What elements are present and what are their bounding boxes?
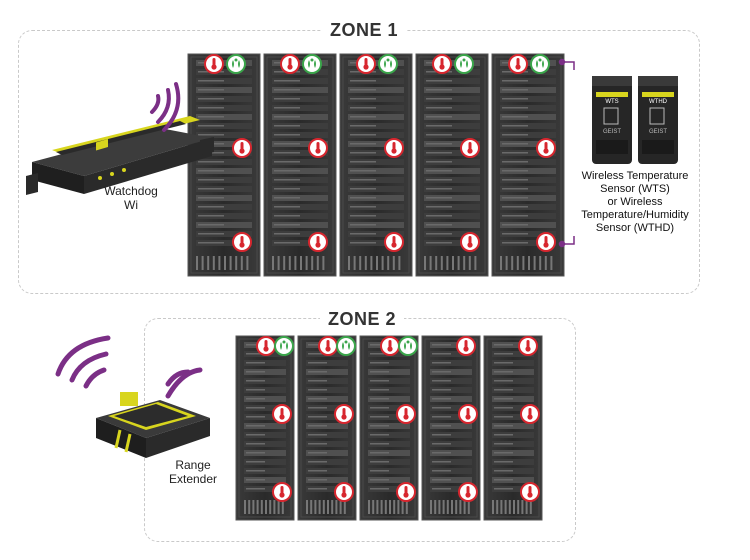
wthd-sensor — [638, 76, 678, 164]
thermometer-icon — [518, 336, 538, 356]
sensor-label: Wireless Temperature Sensor (WTS) or Wir… — [581, 170, 689, 234]
humidity-icon — [530, 54, 550, 74]
thermometer-icon — [204, 54, 224, 74]
humidity-icon — [454, 54, 474, 74]
thermometer-icon — [456, 336, 476, 356]
thermometer-icon — [256, 336, 276, 356]
thermometer-icon — [396, 404, 416, 424]
thermometer-icon — [520, 404, 540, 424]
thermometer-icon — [396, 482, 416, 502]
zone-2-racks — [235, 335, 543, 521]
wts-tag: WTS — [605, 99, 618, 105]
server-rack — [421, 335, 481, 521]
thermometer-icon — [520, 482, 540, 502]
thermometer-icon — [536, 232, 556, 252]
server-rack — [483, 335, 543, 521]
wthd-tag: WTHD — [649, 99, 668, 105]
humidity-icon — [336, 336, 356, 356]
thermometer-icon — [460, 138, 480, 158]
wifi-waves-icon — [165, 367, 203, 399]
server-rack — [187, 53, 261, 277]
thermometer-icon — [280, 54, 300, 74]
thermometer-icon — [334, 482, 354, 502]
thermometer-icon — [232, 138, 252, 158]
thermometer-icon — [458, 482, 478, 502]
humidity-icon — [226, 54, 246, 74]
zone-2-title: ZONE 2 — [320, 309, 405, 330]
thermometer-icon — [356, 54, 376, 74]
thermometer-icon — [334, 404, 354, 424]
humidity-icon — [302, 54, 322, 74]
thermometer-icon — [318, 336, 338, 356]
watchdog-label: Watchdog Wi — [104, 184, 158, 212]
wthd-brand: GEIST — [649, 129, 667, 135]
range-extender-device — [96, 392, 210, 458]
thermometer-icon — [384, 138, 404, 158]
humidity-icon — [398, 336, 418, 356]
zone-1-racks — [187, 53, 565, 277]
thermometer-icon — [308, 138, 328, 158]
humidity-icon — [378, 54, 398, 74]
humidity-icon — [274, 336, 294, 356]
thermometer-icon — [536, 138, 556, 158]
wifi-waves-icon — [55, 335, 111, 389]
wts-sensor — [592, 76, 632, 164]
thermometer-icon — [432, 54, 452, 74]
thermometer-icon — [508, 54, 528, 74]
watchdog-device — [26, 116, 214, 195]
thermometer-icon — [380, 336, 400, 356]
thermometer-icon — [458, 404, 478, 424]
thermometer-icon — [232, 232, 252, 252]
thermometer-icon — [272, 404, 292, 424]
sensor-connector — [558, 58, 575, 248]
zone-1-title: ZONE 1 — [322, 20, 407, 41]
thermometer-icon — [384, 232, 404, 252]
range-extender-label: Range Extender — [168, 458, 218, 486]
wifi-waves-icon — [150, 82, 181, 132]
thermometer-icon — [460, 232, 480, 252]
thermometer-icon — [308, 232, 328, 252]
wts-brand: GEIST — [603, 129, 621, 135]
thermometer-icon — [272, 482, 292, 502]
